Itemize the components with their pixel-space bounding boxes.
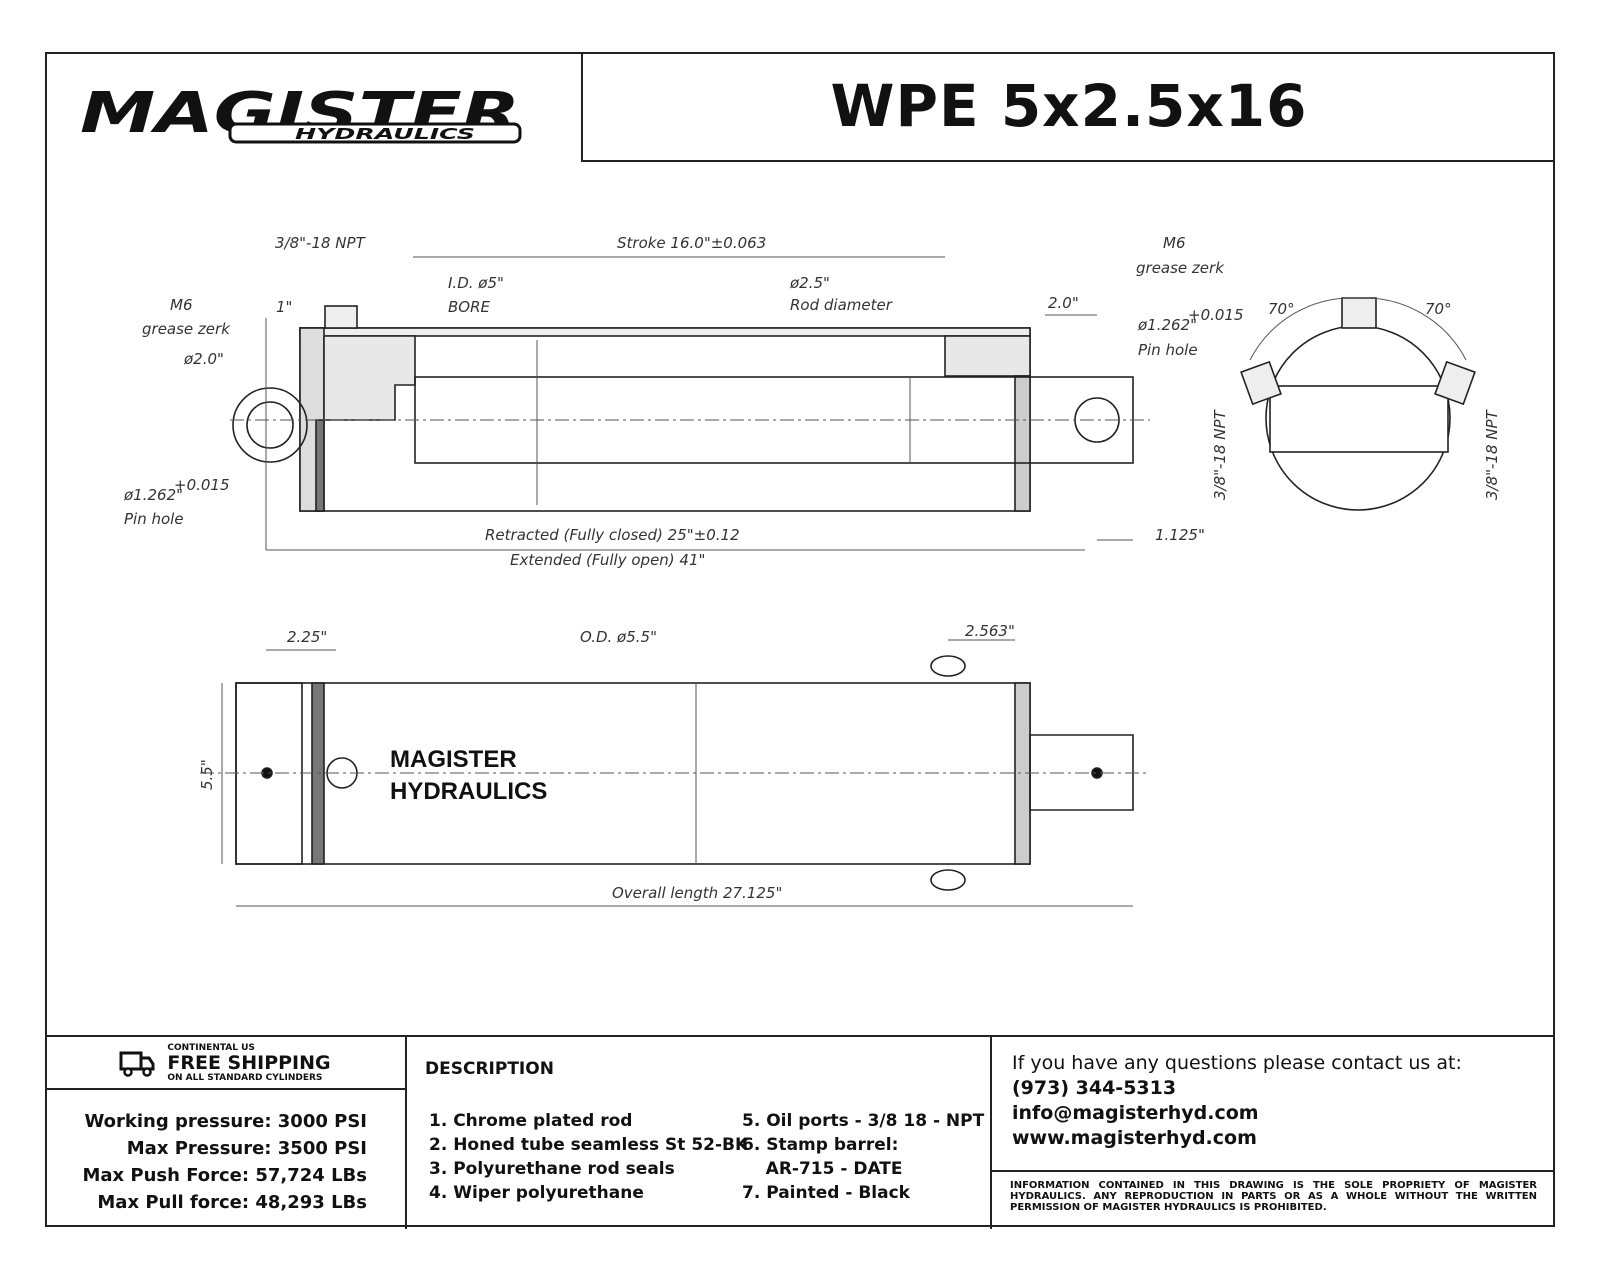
contact-block: If you have any questions please contact… — [992, 1037, 1555, 1172]
phi2-label: ø2.0" — [183, 350, 224, 368]
od-label: O.D. ø5.5" — [580, 628, 657, 646]
truck-icon — [119, 1051, 155, 1077]
spec-max-pressure: Max Pressure: 3500 PSI — [126, 1138, 367, 1159]
retracted-label: Retracted (Fully closed) 25"±0.12 — [485, 526, 740, 544]
drawing-title: WPE 5x2.5x16 — [830, 72, 1308, 140]
bore-label-1: I.D. ø5" — [448, 274, 504, 292]
overall-label: Overall length 27.125" — [612, 884, 782, 902]
top-view-port-bottom — [930, 869, 966, 891]
description-col-1: 1. Chrome plated rod 2. Honed tube seaml… — [429, 1111, 749, 1203]
npt-top-label: 3/8"-18 NPT — [275, 234, 367, 252]
specs-list: Working pressure: 3000 PSI Max Pressure:… — [45, 1090, 405, 1216]
shipping-bottom: ON ALL STANDARD CYLINDERS — [167, 1072, 323, 1083]
angle-arc-right — [1357, 297, 1467, 361]
contact-web[interactable]: www.magisterhyd.com — [1012, 1127, 1257, 1149]
free-shipping-badge: CONTINENTAL US FREE SHIPPING ON ALL STAN… — [45, 1037, 405, 1090]
contact-intro: If you have any questions please contact… — [1012, 1052, 1462, 1074]
rod-dia-label-1: ø2.5" — [789, 274, 830, 292]
title-block: WPE 5x2.5x16 — [581, 52, 1555, 162]
cap-pin-hole — [246, 401, 294, 449]
side-view-dimensions — [230, 256, 1150, 551]
stroke-label: Stroke 16.0"±0.063 — [617, 234, 766, 252]
dim-225-label: 2.25" — [287, 628, 327, 646]
barrel-stamp-1: MAGISTER — [390, 746, 517, 773]
angle-left-label: 70° — [1268, 300, 1295, 318]
pin-left-label-2: Pin hole — [124, 510, 184, 528]
end-view-left-port — [1240, 360, 1282, 406]
pin-right-tol: +0.015 — [1188, 306, 1244, 324]
npt-side-right-label: 3/8"-18 NPT — [1483, 408, 1501, 500]
pin-left-tol: +0.015 — [174, 476, 230, 494]
rod-dia-label-2: Rod diameter — [790, 296, 893, 314]
m6-right-label-1: M6 — [1163, 234, 1186, 252]
dim-55-label: 5.5" — [198, 759, 216, 790]
extended-label: Extended (Fully open) 41" — [510, 551, 705, 569]
top-view-dimensions — [200, 639, 1150, 907]
piston — [323, 335, 416, 421]
two-inch-label: 2.0" — [1048, 294, 1079, 312]
pin-left-label-1: ø1.262" — [123, 486, 183, 504]
end-view — [1240, 297, 1476, 511]
top-view-rod-end — [1029, 734, 1134, 811]
gland — [944, 335, 1031, 377]
top-view-port-top — [930, 655, 966, 677]
title-block-footer: CONTINENTAL US FREE SHIPPING ON ALL STAN… — [45, 1035, 1555, 1229]
description-cell: DESCRIPTION 1. Chrome plated rod 2. Hone… — [407, 1037, 992, 1229]
description-heading: DESCRIPTION — [425, 1059, 554, 1079]
spec-push-force: Max Push Force: 57,724 LBs — [82, 1165, 367, 1186]
contact-cell: If you have any questions please contact… — [992, 1037, 1555, 1229]
one-inch-label: 1" — [276, 298, 292, 316]
shipping-top: CONTINENTAL US — [167, 1042, 255, 1053]
m6-right-label-2: grease zerk — [1136, 259, 1225, 277]
npt-side-left-label: 3/8"-18 NPT — [1211, 408, 1229, 500]
side-view-cylinder — [232, 305, 1134, 512]
m6-left-label-2: grease zerk — [142, 320, 231, 338]
angle-arc-left — [1249, 297, 1359, 361]
dim-1125-label: 1.125" — [1155, 526, 1205, 544]
end-view-top-port — [1341, 297, 1377, 329]
gland-end — [1014, 375, 1031, 512]
barrel-stamp-2: HYDRAULICS — [390, 778, 547, 805]
barrel-wall-top — [299, 327, 1031, 337]
m6-left-label-1: M6 — [170, 296, 193, 314]
spec-working-pressure: Working pressure: 3000 PSI — [84, 1111, 367, 1132]
drawing-frame — [45, 52, 1555, 1227]
shipping-main: FREE SHIPPING — [167, 1051, 331, 1074]
top-view-cylinder — [235, 655, 1134, 891]
cap-clevis — [232, 387, 308, 463]
bore-label-2: BORE — [448, 298, 491, 316]
legal-notice: INFORMATION CONTAINED IN THIS DRAWING IS… — [1010, 1180, 1537, 1213]
contact-phone[interactable]: (973) 344-5313 — [1012, 1077, 1177, 1099]
pin-right-label-2: Pin hole — [1138, 341, 1198, 359]
angle-right-label: 70° — [1425, 300, 1452, 318]
spec-pull-force: Max Pull force: 48,293 LBs — [97, 1192, 367, 1213]
magister-logo: MAGISTER HYDRAULICS — [80, 80, 530, 150]
contact-email[interactable]: info@magisterhyd.com — [1012, 1102, 1259, 1124]
technical-drawing: 3/8"-18 NPT Stroke 16.0"±0.063 I.D. ø5" … — [123, 234, 1501, 907]
dim-2563-label: 2.563" — [965, 622, 1015, 640]
pin-right-label-1: ø1.262" — [1137, 316, 1197, 334]
end-view-block — [1269, 385, 1449, 453]
top-port — [324, 305, 358, 329]
cap-ring — [315, 419, 325, 512]
logo-sub-text: HYDRAULICS — [295, 125, 475, 143]
specs-cell: CONTINENTAL US FREE SHIPPING ON ALL STAN… — [45, 1037, 407, 1229]
description-col-2: 5. Oil ports - 3/8 18 - NPT 6. Stamp bar… — [742, 1111, 985, 1203]
end-view-right-port — [1434, 360, 1476, 406]
